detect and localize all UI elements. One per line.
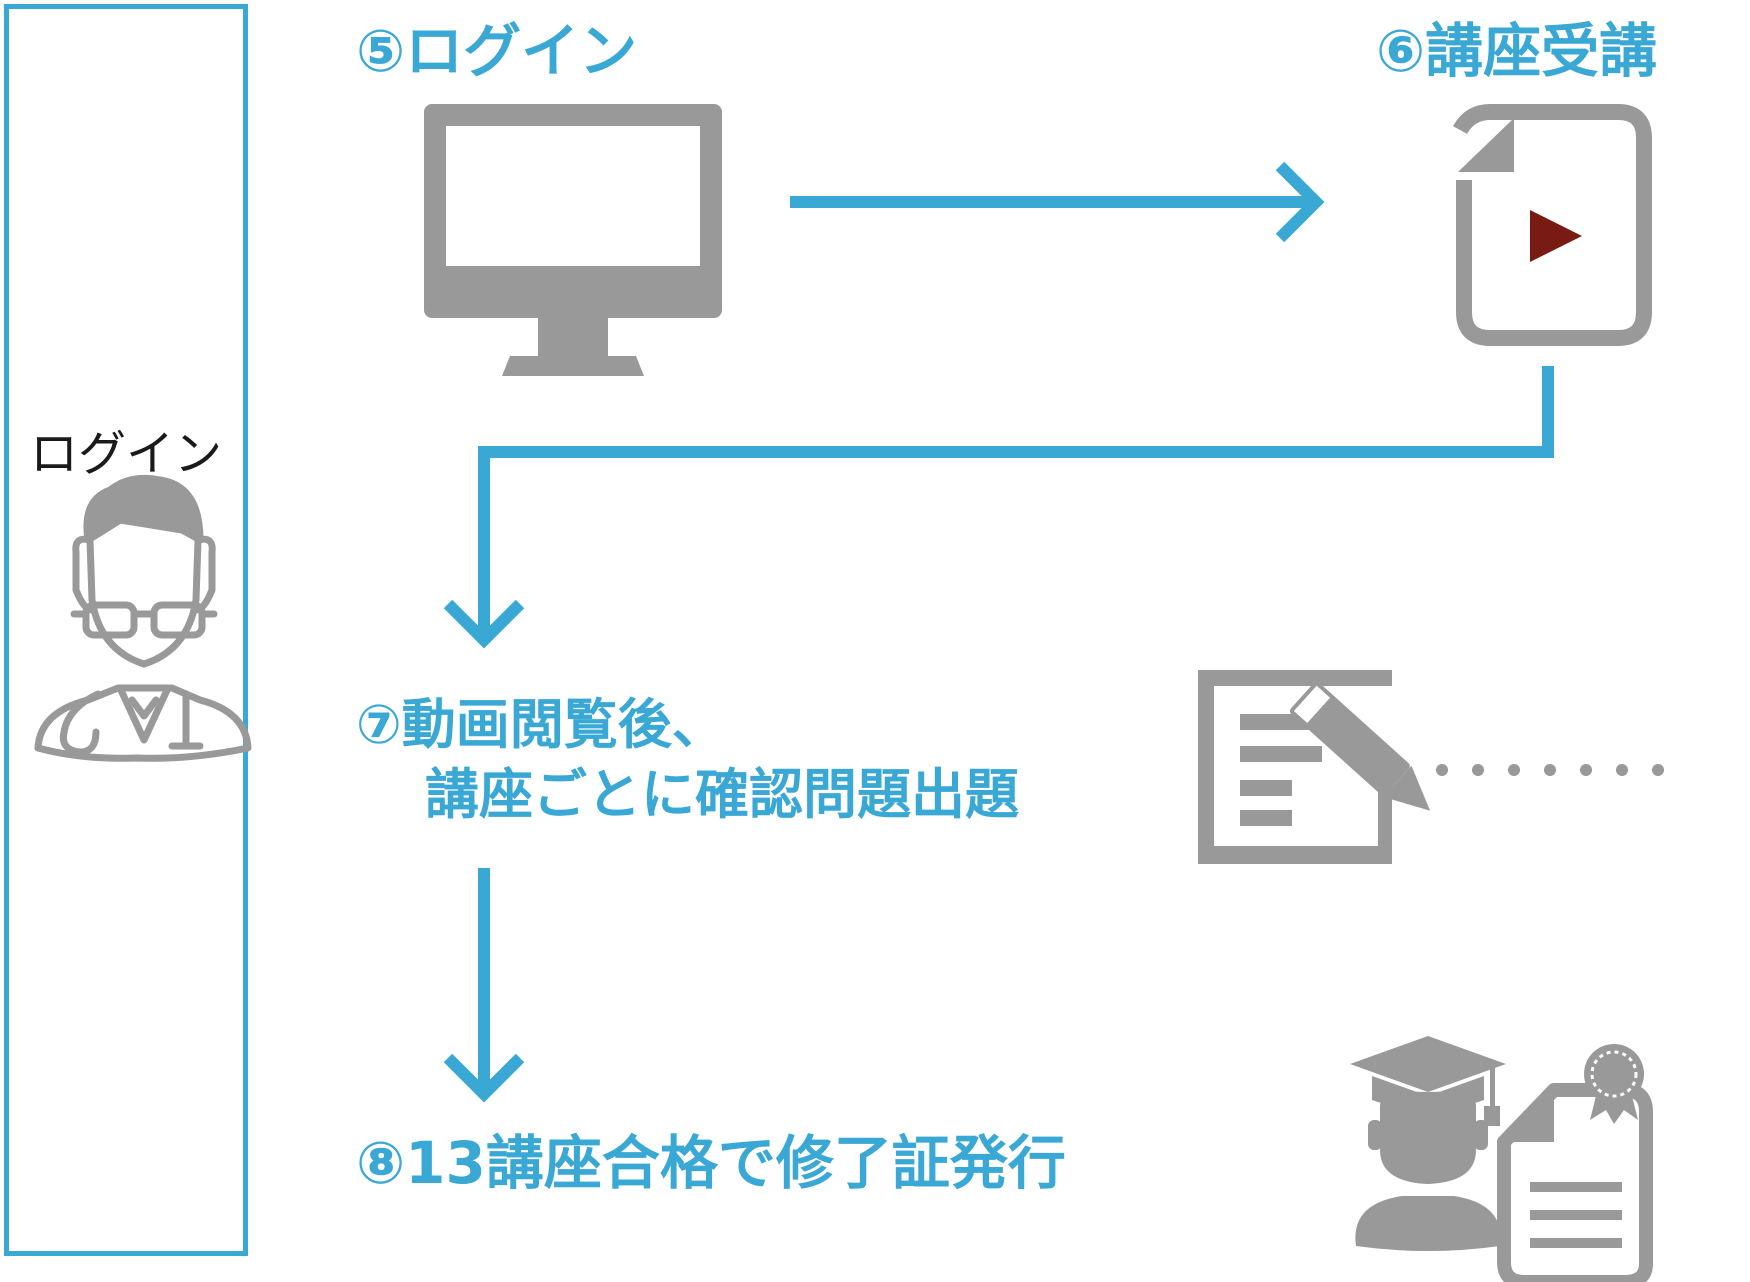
- arrow-down: [443, 868, 525, 1103]
- graduate-icon: [1350, 1036, 1506, 1251]
- doctor-icon: [34, 474, 252, 762]
- step7-label-line1: ⑦動画閲覧後、: [356, 693, 726, 756]
- arrow-down-connector: [443, 366, 1554, 649]
- certificate-icon: [1497, 1044, 1653, 1282]
- step7-label-line2: 講座ごとに確認問題出題: [425, 763, 1019, 826]
- sidebar-panel: [4, 4, 248, 1256]
- dotted-line: [1436, 764, 1664, 776]
- arrow-right: [790, 161, 1325, 243]
- step6-label: ⑥講座受講: [1376, 17, 1658, 85]
- quiz-form-icon: [1198, 670, 1431, 864]
- step8-label: ⑧13講座合格で修了証発行: [356, 1129, 1066, 1197]
- step5-label: ⑤ログイン: [356, 17, 638, 85]
- video-file-icon: [1453, 104, 1652, 346]
- monitor-icon: [424, 104, 722, 376]
- sidebar-label: ログイン: [30, 426, 223, 482]
- play-icon: [1530, 210, 1582, 262]
